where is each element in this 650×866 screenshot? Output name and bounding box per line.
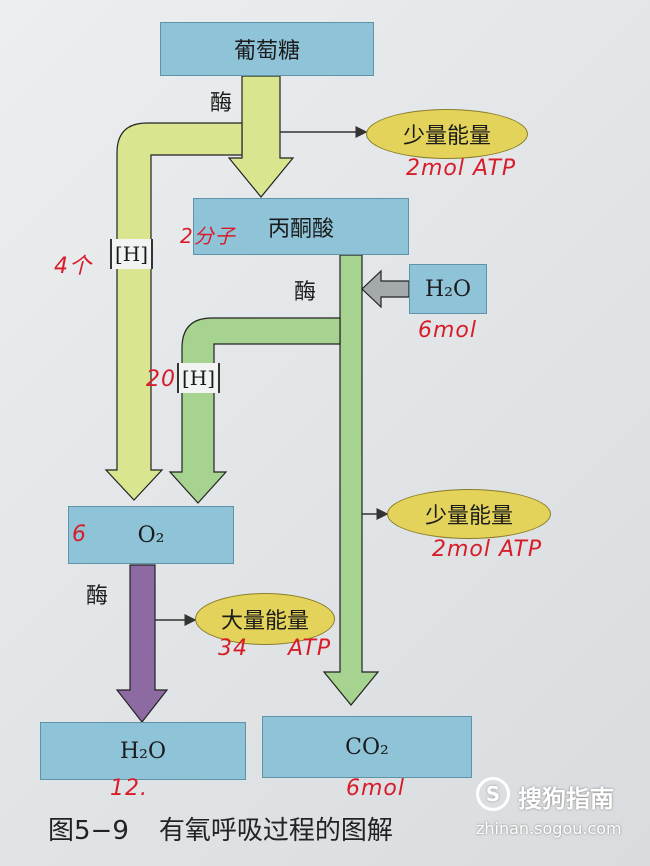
hydrogen-label-1: [H] — [110, 239, 154, 269]
note-water-in-amount: 6mol — [418, 318, 477, 343]
note-atp-stage2: 2mol ATP — [432, 537, 543, 562]
node-water-output: H₂O — [40, 722, 246, 780]
note-water-out-amount: 12. — [110, 776, 148, 801]
enzyme-label-3: 酶 — [86, 584, 109, 609]
glucose-to-pyruvate-arrow — [227, 75, 295, 198]
node-oxygen: O₂ — [68, 506, 234, 564]
note-pyruvate-count: 2分子 — [180, 224, 236, 248]
figure-caption: 图5−9 有氧呼吸过程的图解 — [48, 810, 393, 847]
sogou-logo-icon: S — [476, 777, 510, 811]
pyruvate-to-co2-arrow — [322, 254, 380, 706]
note-atp-stage3-num: 34 — [218, 636, 248, 661]
node-glucose: 葡萄糖 — [160, 22, 374, 76]
sogou-watermark: S 搜狗指南 zhinan.sogou.com — [476, 775, 644, 845]
caption-number: 图5−9 — [48, 816, 129, 846]
node-co2: CO₂ — [262, 716, 472, 778]
energy-stage1: 少量能量 — [366, 109, 528, 159]
note-oxygen-count: 6 — [72, 522, 87, 547]
water-input-arrow — [361, 269, 410, 309]
watermark-url: zhinan.sogou.com — [476, 819, 622, 838]
caption-text: 有氧呼吸过程的图解 — [158, 816, 393, 846]
enzyme-label-2: 酶 — [294, 280, 317, 305]
note-h-stage1: 4个 — [54, 254, 92, 279]
node-water-input: H₂O — [409, 264, 487, 314]
note-atp-stage3-unit: ATP — [288, 636, 332, 661]
oxygen-to-water-arrow — [115, 564, 169, 723]
note-h-stage2: 20 — [146, 367, 176, 392]
enzyme-label-1: 酶 — [210, 91, 233, 116]
hydrogen-label-2: [H] — [177, 363, 221, 393]
watermark-name: 搜狗指南 — [518, 785, 614, 813]
h-branch-1-arrow — [104, 122, 243, 501]
h-branch-2-arrow — [168, 317, 341, 504]
energy-stage2: 少量能量 — [387, 489, 551, 539]
note-atp-stage1: 2mol ATP — [406, 156, 517, 181]
node-pyruvate: 丙酮酸 — [193, 198, 409, 255]
note-co2-amount: 6mol — [346, 776, 405, 801]
energy-stage3: 大量能量 — [195, 593, 335, 645]
